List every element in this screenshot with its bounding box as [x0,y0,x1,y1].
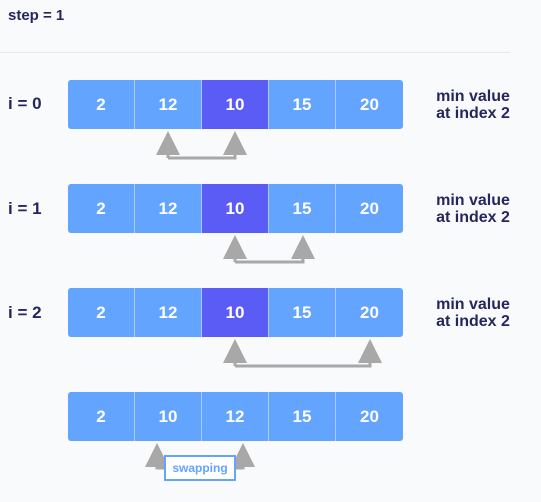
array-cell-highlighted: 10 [202,288,269,337]
divider [0,52,510,53]
array-cell: 10 [135,392,202,441]
array-cell: 12 [135,80,202,129]
min-note-line1: min value [436,88,510,105]
array-cell-highlighted: 10 [202,80,269,129]
array-cell: 15 [269,288,336,337]
swap-arrow [231,443,255,470]
array-cell: 2 [68,184,135,233]
row-label: i = 2 [8,303,42,322]
array-cell: 15 [269,392,336,441]
min-note-line2: at index 2 [436,209,510,226]
array: 2 10 12 15 20 [68,392,403,441]
row-label: i = 1 [8,199,42,218]
compare-arrow [235,339,382,368]
min-note-line1: min value [436,296,510,313]
min-note-line1: min value [436,192,510,209]
array-cell: 15 [269,80,336,129]
array-cell: 20 [336,184,403,233]
min-note: min value at index 2 [418,296,528,330]
min-note-line2: at index 2 [436,105,510,122]
compare-arrow [168,131,247,160]
array-cell: 20 [336,80,403,129]
row-label: i = 0 [8,94,42,113]
array: 2 12 10 15 20 [68,80,403,129]
min-note-line2: at index 2 [436,313,510,330]
array-cell: 2 [68,80,135,129]
array-cell: 20 [336,392,403,441]
array-cell: 12 [135,288,202,337]
array-cell-highlighted: 10 [202,184,269,233]
array-cell: 20 [336,288,403,337]
compare-arrow [235,235,315,264]
swap-arrow [145,443,169,470]
array-cell: 15 [269,184,336,233]
array-cell: 12 [202,392,269,441]
array-cell: 2 [68,288,135,337]
min-note: min value at index 2 [418,192,528,226]
step-title: step = 1 [8,7,65,24]
array: 2 12 10 15 20 [68,184,403,233]
array-cell: 12 [135,184,202,233]
array-cell: 2 [68,392,135,441]
min-note: min value at index 2 [418,88,528,122]
array: 2 12 10 15 20 [68,288,403,337]
swapping-label: swapping [164,455,236,481]
